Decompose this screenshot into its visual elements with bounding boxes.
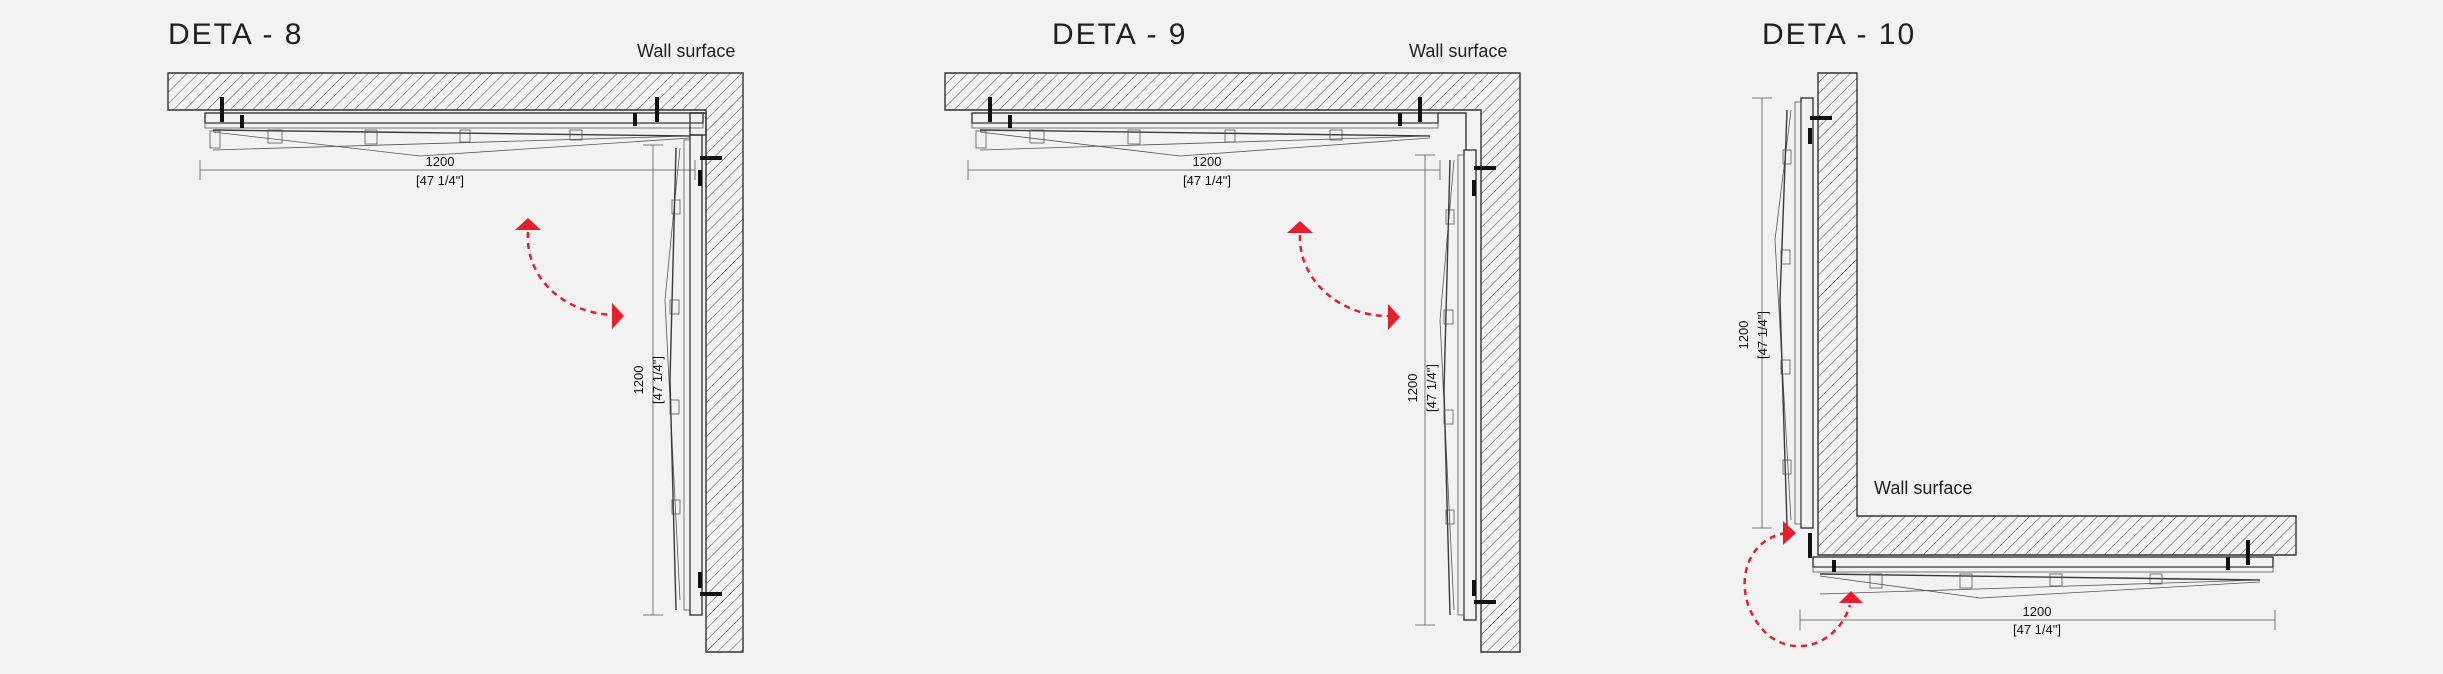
- dimension-value: 1200: [1736, 321, 1751, 350]
- horizontal-dimension: 1200 [47 1/4"]: [1799, 604, 2276, 637]
- wall-surface-label: Wall surface: [1874, 478, 1972, 498]
- vertical-dimension: 1200 [47 1/4"]: [1736, 97, 1772, 529]
- vertical-panel: [1774, 97, 1814, 529]
- rotation-arrow-icon: [515, 218, 624, 329]
- diagram-deta-9: DETA - 9 Wall surface 1200 [47 1/4"]: [944, 18, 1521, 653]
- dimension-imperial: [47 1/4"]: [416, 173, 464, 188]
- vertical-panel: [1439, 149, 1477, 621]
- dimension-value: 1200: [1193, 154, 1222, 169]
- dimension-imperial: [47 1/4"]: [1424, 364, 1439, 412]
- horizontal-panel: [971, 112, 1467, 157]
- horizontal-dimension: 1200 [47 1/4"]: [967, 154, 1441, 188]
- horizontal-dimension: 1200 [47 1/4"]: [199, 154, 696, 188]
- wall-hatch: [167, 72, 744, 653]
- dimension-imperial: [47 1/4"]: [650, 356, 665, 404]
- rotation-arrow-icon: [1743, 521, 1863, 648]
- dimension-imperial: [47 1/4"]: [1183, 173, 1231, 188]
- dimension-value: 1200: [426, 154, 455, 169]
- dimension-imperial: [47 1/4"]: [1755, 311, 1770, 359]
- wall-surface-label: Wall surface: [637, 41, 735, 61]
- vertical-panel: [664, 134, 703, 616]
- dimension-imperial: [47 1/4"]: [2013, 622, 2061, 637]
- wall-hatch: [944, 72, 1521, 653]
- diagram-deta-8: DETA - 8 Wall surface: [167, 18, 744, 653]
- wall-hatch: [1817, 72, 2297, 556]
- diagram-title: DETA - 9: [1052, 18, 1187, 51]
- diagram-deta-10: DETA - 10 Wall surface: [1736, 18, 2297, 648]
- rotation-arrow-icon: [1287, 221, 1400, 330]
- vertical-dimension: 1200 [47 1/4"]: [631, 144, 665, 616]
- horizontal-panel: [204, 112, 707, 157]
- wall-surface-label: Wall surface: [1409, 41, 1507, 61]
- diagram-title: DETA - 8: [168, 18, 303, 51]
- dimension-value: 1200: [2023, 604, 2052, 619]
- diagram-title: DETA - 10: [1762, 18, 1916, 51]
- dimension-value: 1200: [1405, 374, 1420, 403]
- horizontal-panel: [1812, 556, 2274, 599]
- vertical-dimension: 1200 [47 1/4"]: [1405, 154, 1439, 626]
- dimension-value: 1200: [631, 366, 646, 395]
